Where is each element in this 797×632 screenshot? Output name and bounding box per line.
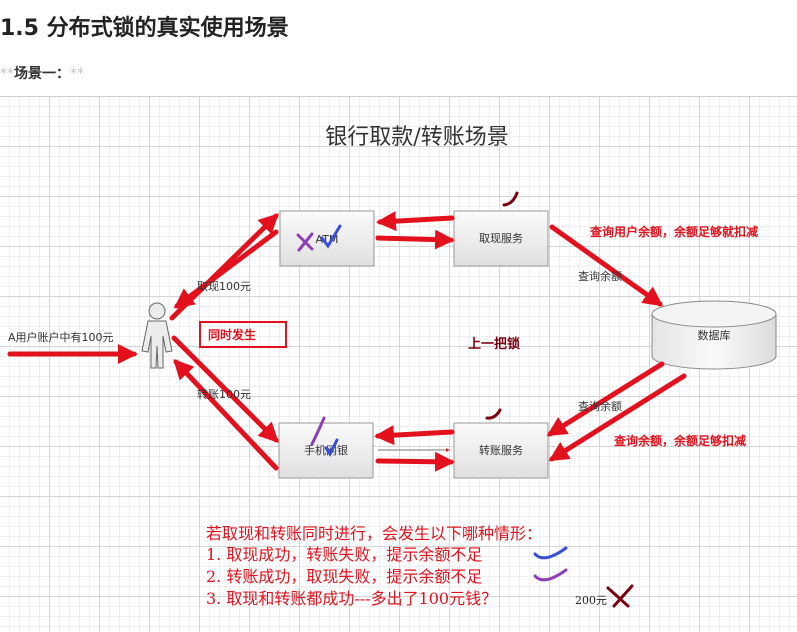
withdraw-service-label: 取现服务 — [479, 232, 523, 245]
scenario-title: 场景一： — [14, 66, 70, 82]
query-balance-bottom-label: 查询余额 — [578, 399, 622, 413]
arrow-db-to-transfer — [546, 361, 665, 437]
query-balance-top-label: 查询余额 — [578, 269, 622, 283]
withdraw-service-box — [453, 210, 549, 267]
arrow-user-to-mobile — [171, 335, 279, 443]
arrow-user-to-atm — [169, 213, 279, 321]
atm-box — [279, 210, 375, 267]
dark-cross-mark — [606, 584, 634, 608]
option-2: 2. 转账成功，取现失败，提示余额不足 — [206, 567, 482, 586]
arrow-withdraw-to-db — [549, 224, 664, 307]
transfer-amount-label: 转账100元 — [197, 387, 251, 401]
arrow-withdraw-to-atm — [376, 211, 455, 232]
lock-label: 上一把锁 — [468, 336, 520, 352]
database-cylinder — [651, 300, 777, 370]
simultaneous-box — [199, 321, 287, 348]
scenario-subheading: **场景一：** — [0, 63, 84, 83]
page-heading: 1.5 分布式锁的真实使用场景 — [0, 16, 289, 41]
markdown-suffix: ** — [70, 66, 84, 82]
purple-check-mark-mobile — [310, 416, 326, 446]
diagram-title: 银行取款/转账场景 — [325, 125, 508, 150]
dark-check-mark-bottom — [485, 408, 502, 420]
arrow-atm-to-withdraw — [375, 229, 455, 250]
note-withdraw: 查询用户余额，余额足够就扣减 — [589, 224, 758, 239]
arrow-db-to-transfer-2 — [548, 373, 687, 462]
withdraw-amount-label: 取现100元 — [197, 280, 251, 293]
note-transfer: 查询余额，余额足够扣减 — [613, 433, 746, 448]
markdown-prefix: ** — [0, 66, 14, 82]
blue-check-option1 — [533, 546, 568, 560]
purple-cross-mark — [296, 232, 314, 252]
arrow-mobile-to-transfer — [375, 451, 455, 472]
purple-check-option2 — [533, 568, 568, 582]
question-text: 若取现和转账同时进行，会发生以下哪种情形： — [206, 524, 542, 543]
diagram-figure: 银行取款/转账场景 ATM 取现服务 手机网银 转账服务 数据库 取现100元 … — [7, 125, 777, 608]
blue-check-mark-mobile — [324, 438, 339, 457]
blue-check-mark-atm — [320, 224, 342, 249]
transfer-service-label: 转账服务 — [479, 443, 523, 457]
user-figure — [141, 302, 173, 369]
arrow-mobile-to-user — [173, 359, 279, 471]
extra-note: 200元 — [575, 594, 607, 607]
arrow-atm-to-user — [173, 229, 279, 309]
simultaneous-label: 同时发生 — [208, 327, 256, 342]
database-label: 数据库 — [698, 328, 731, 342]
transfer-service-box — [453, 422, 549, 479]
dark-check-mark-top — [502, 191, 519, 207]
option-3: 3. 取现和转账都成功---多出了100元钱？ — [206, 589, 497, 608]
arrow-transfer-to-mobile — [374, 425, 455, 446]
option-1: 1. 取现成功，转账失败，提示余额不足 — [206, 545, 482, 564]
user-balance-label: A用户账户中有100元 — [8, 330, 114, 344]
